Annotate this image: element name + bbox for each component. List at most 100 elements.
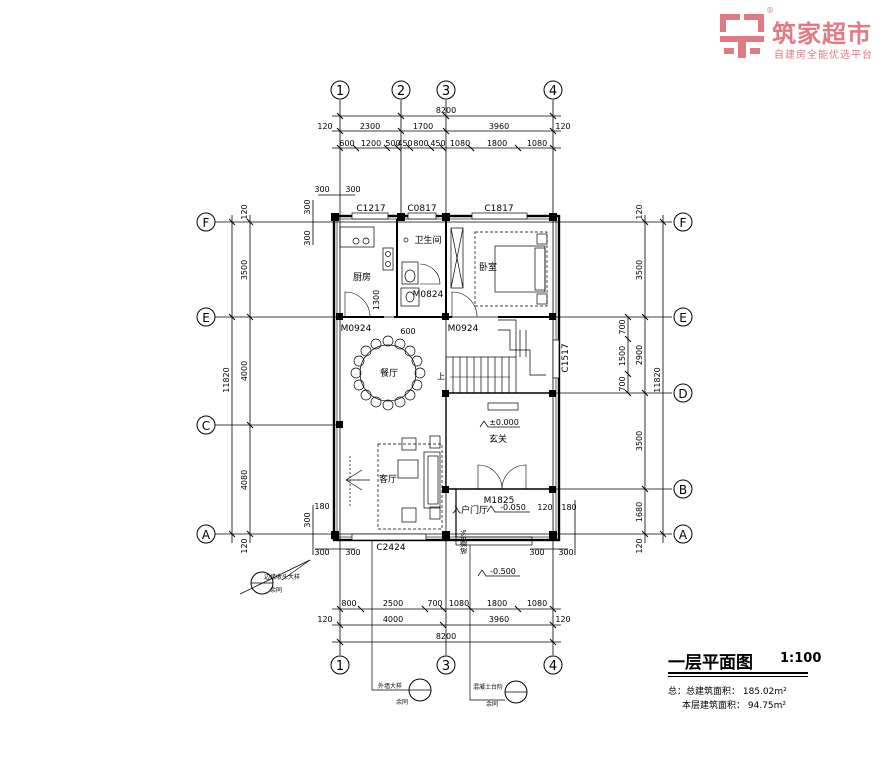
brand-title: 筑家超市 [772, 20, 872, 48]
axis-bubble-D-right [673, 383, 693, 403]
level-marker-outside [477, 569, 520, 577]
axis-label: D [678, 387, 687, 401]
column [549, 390, 556, 397]
total-area-row: 总：总建筑面积： 185.02m² [668, 684, 787, 697]
dim-text: 300 [558, 548, 573, 557]
dim-text: 300 [303, 230, 312, 245]
callout-text: 余同 [396, 698, 408, 706]
label-c1817: C1817 [484, 204, 513, 214]
dim-text: 11820 [653, 367, 662, 392]
room-bathroom: 卫生间 [414, 234, 441, 246]
axis-label: 1 [336, 84, 344, 99]
dim-text: 300 [345, 548, 360, 557]
dim-text: 120 [317, 122, 332, 131]
column [549, 313, 556, 320]
dim-text: 300 [314, 185, 329, 194]
label-1300: 1300 [372, 290, 381, 310]
total-area-value: 185.02m² [742, 687, 787, 697]
living-room-furniture [345, 435, 443, 530]
dim-text: 120 [537, 503, 552, 512]
dim-text: 300 [345, 185, 360, 194]
dim-text: 3500 [240, 260, 249, 280]
dim-text: 120 [240, 538, 249, 553]
axis-bubble-1-bottom [330, 655, 350, 675]
window-c1817 [471, 212, 528, 220]
axis-bubble-4-bottom [543, 655, 563, 675]
label-m0924-left: M0924 [341, 324, 372, 334]
room-kitchen: 厨房 [353, 271, 371, 283]
label-m1825: M1825 [484, 496, 515, 506]
column [549, 486, 556, 493]
room-bedroom: 卧室 [479, 261, 497, 273]
dim-text: 4000 [383, 615, 403, 624]
dim-text: 700 [427, 599, 442, 608]
axis-bubble-1-top [330, 80, 350, 100]
column [331, 213, 339, 221]
axis-label: E [679, 311, 687, 325]
kitchen-fixtures [339, 226, 394, 271]
axis-bubble-3-top [436, 80, 456, 100]
title-underline-thin [668, 676, 808, 677]
dim-text: 1500 [618, 346, 627, 366]
floor-area-value: 94.75m² [747, 701, 787, 711]
level-marker-floor [479, 420, 520, 428]
brand-logo: ® 筑家超市 自建房全能优选平台 [718, 6, 890, 64]
dim-text: 3500 [635, 431, 644, 451]
dim-text: 1700 [413, 122, 433, 131]
dim-text: 300 [303, 199, 312, 214]
drawing-title: 一层平面图 [668, 653, 753, 673]
dim-text: 300 [314, 548, 329, 557]
axis-label: C [202, 419, 210, 433]
dim-text: 1680 [635, 502, 644, 522]
axis-bubble-A-left [196, 524, 216, 544]
dim-text: 120 [317, 615, 332, 624]
window-c1517 [552, 339, 560, 379]
window-c1217 [351, 212, 389, 220]
label-c1517: C1517 [561, 343, 571, 372]
column [442, 486, 449, 493]
window-c2424 [351, 533, 427, 541]
axis-label: B [679, 483, 687, 497]
column [336, 421, 343, 428]
dim-text: 8200 [436, 632, 456, 641]
door-m0924-bedroom [451, 291, 478, 318]
label-c1217: C1217 [356, 204, 385, 214]
callout-text: 余同 [270, 586, 282, 594]
total-area-label: 总：总建筑面积： [668, 687, 741, 697]
axis-label: 4 [549, 84, 557, 99]
dim-text: 3500 [635, 260, 644, 280]
dim-text: 500 [385, 139, 400, 148]
label-600: 600 [400, 327, 415, 336]
dim-text: 1200 [361, 139, 381, 148]
dim-text: 800 [413, 139, 428, 148]
dining-table [350, 335, 426, 411]
axis-label: F [680, 216, 687, 230]
axis-bubble-E-right [673, 307, 693, 327]
dim-text: 11820 [222, 367, 231, 392]
level-entry: -0.050 [500, 503, 526, 512]
axis-label: 3 [442, 659, 450, 674]
dim-text: 300 [303, 512, 312, 527]
axis-bubble-3-bottom [436, 655, 456, 675]
dim-text: 700 [618, 376, 627, 391]
dim-text: 300 [529, 548, 544, 557]
leader [281, 559, 311, 581]
dim-text: 120 [555, 615, 570, 624]
door-m1825 [477, 464, 527, 490]
dim-text: 4000 [240, 361, 249, 381]
stair-up: 上 [437, 372, 445, 381]
axis-bubble-B-right [673, 479, 693, 499]
dim-text: 120 [635, 204, 644, 219]
dim-text: 600 [339, 139, 354, 148]
axis-bubble-A-right [673, 524, 693, 544]
room-foyer: 玄关 [489, 433, 507, 445]
dim-text: 1800 [487, 139, 507, 148]
staircase [445, 319, 546, 394]
title-underline [668, 672, 808, 674]
level-outside: -0.500 [490, 567, 516, 576]
foyer-cabinet [487, 402, 519, 411]
axis-label: A [202, 528, 211, 542]
column [331, 531, 339, 539]
column [442, 213, 450, 221]
